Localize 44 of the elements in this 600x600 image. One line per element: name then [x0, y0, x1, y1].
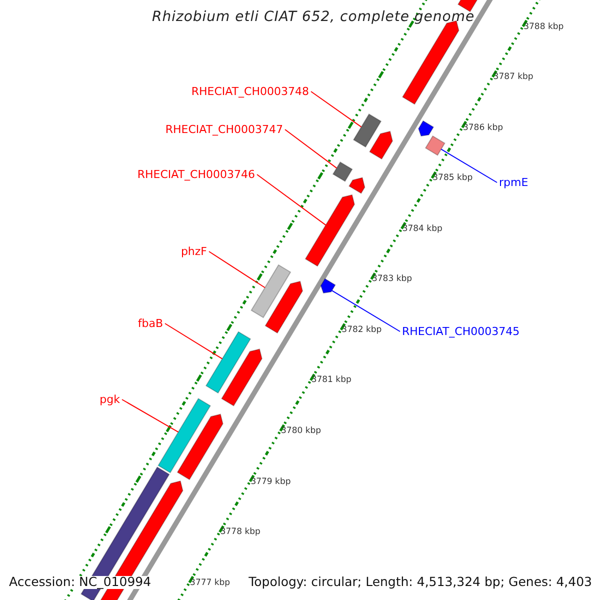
gene-feature [176, 414, 224, 480]
tick-label: 3785 kbp [432, 174, 473, 183]
gene-block [80, 466, 170, 600]
leader-line [331, 290, 400, 332]
tick-label: 3786 kbp [462, 124, 504, 132]
gene-feature [369, 130, 394, 160]
tick-label: 3781 kbp [311, 376, 352, 385]
gene-block [352, 113, 382, 148]
gene-block [158, 398, 212, 474]
tick-label: 3784 kbp [402, 224, 442, 234]
gene-block [424, 135, 446, 156]
leader-line [256, 174, 326, 226]
gene-label: RHECIAT_CH0003748 [191, 86, 309, 97]
gene-feature [320, 278, 336, 294]
accession-text: Accession: NC_010994 [9, 576, 152, 588]
gene-label: pgk [100, 394, 120, 405]
tick-label: 3779 kbp [250, 478, 291, 486]
leader-line [284, 129, 338, 169]
leader-line [310, 91, 362, 128]
tick-label: 3788 kbp [524, 22, 564, 31]
tick-label: 3777 kbp [190, 578, 230, 588]
gene-label: RHECIAT_CH0003746 [137, 169, 255, 180]
tick-label: 3787 kbp [493, 73, 534, 82]
gene-label: fbaB [138, 318, 163, 329]
tick-label: 3778 kbp [220, 528, 260, 537]
genome-info-text: Topology: circular; Length: 4,513,324 bp; Genes: 4,403 [248, 576, 592, 588]
gene-label: RHECIAT_CH0003747 [165, 124, 283, 135]
gene-feature [220, 348, 262, 406]
tick-label: 3782 kbp [342, 326, 382, 334]
gene-label: rpmE [499, 177, 528, 188]
gene-block [250, 264, 292, 318]
tick-label: 3780 kbp [281, 427, 322, 436]
leader-line [208, 251, 266, 288]
gene-feature [418, 120, 434, 137]
gene-feature [264, 280, 304, 334]
gene-block [332, 161, 353, 182]
tick-label: 3783 kbp [372, 275, 412, 284]
leader-line [122, 399, 179, 433]
gene-feature [348, 177, 366, 194]
gene-block [205, 331, 252, 394]
gene-label: RHECIAT_CH0003745 [402, 326, 520, 337]
gene-label: phzF [180, 246, 207, 257]
gene-feature [304, 194, 355, 267]
map-title: Rhizobium etli CIAT 652, complete genome [152, 10, 475, 24]
